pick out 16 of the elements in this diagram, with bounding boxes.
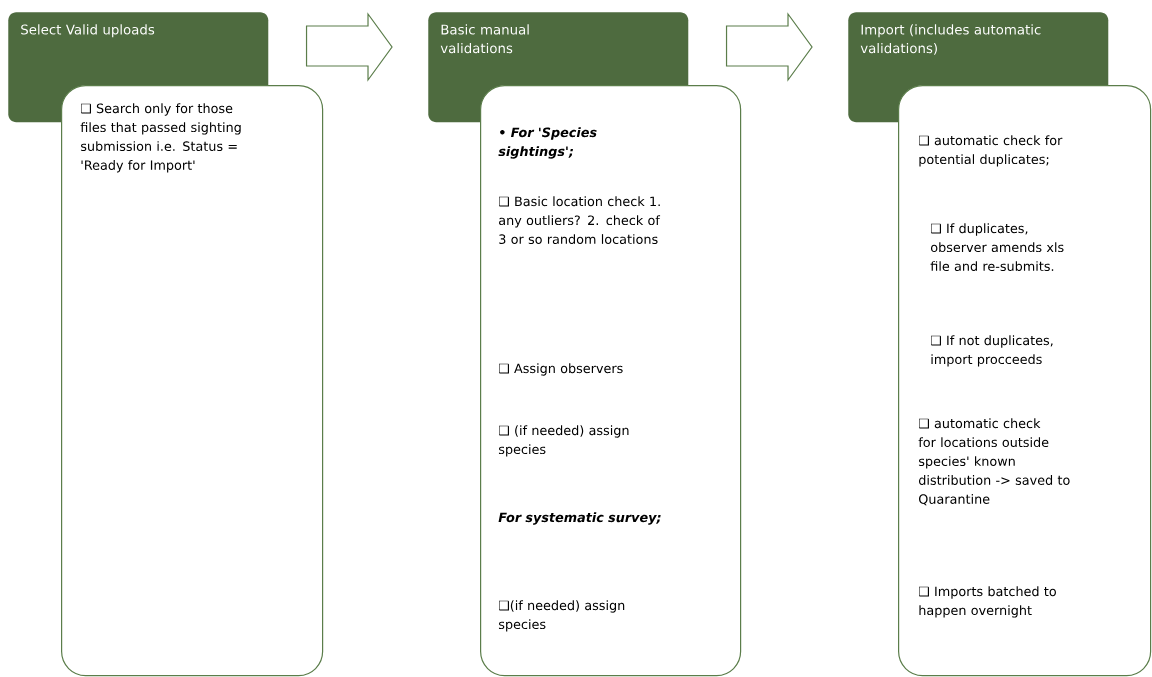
checklist-item: ❑ Basic location check 1. any outliers? 2. check of 3 or so random locations	[499, 196, 661, 245]
block-arrow	[725, 12, 813, 82]
checklist-item: ❑ (if needed) assign species	[498, 425, 629, 457]
checklist-item: ❑ If duplicates, observer amends xls file and re-submits.	[930, 223, 1064, 272]
checklist-item: ❑ Imports batched to happen overnight	[919, 586, 1056, 618]
checklist-item: ❑ automatic check for potential duplicates;	[919, 135, 1063, 167]
block-arrow	[305, 12, 393, 82]
checklist-item: • For 'Species sightings';	[498, 127, 597, 159]
checklist-item: ❑(if needed) assign species	[498, 600, 625, 632]
checklist-item: ❑ If not duplicates, import procceeds	[931, 335, 1053, 367]
card-background	[61, 85, 324, 677]
card-background	[480, 85, 742, 677]
checklist-item: For systematic survey;	[498, 512, 661, 525]
card-background	[898, 85, 1152, 677]
checklist-item: ❑ automatic check for locations outside species' known distribution -> saved to Quarantine	[918, 418, 1070, 506]
checklist-item: ❑ Assign observers	[499, 363, 623, 376]
